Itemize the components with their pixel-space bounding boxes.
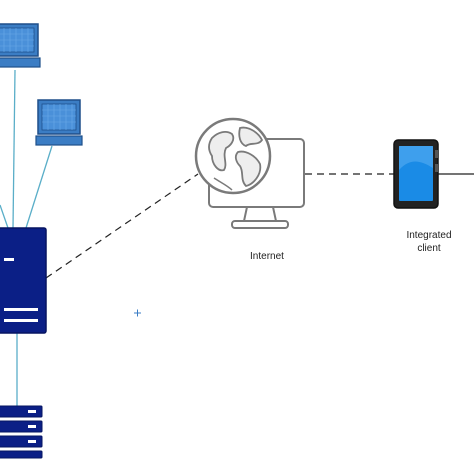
lan-links bbox=[0, 69, 53, 406]
desktop-computer-icon bbox=[35, 99, 83, 146]
desktop-computer-icon bbox=[0, 23, 41, 68]
rack-storage-icon bbox=[0, 405, 43, 459]
wan-links bbox=[45, 173, 474, 279]
link-mid-workstation-server bbox=[25, 145, 53, 229]
client-label-line1: Integrated bbox=[406, 230, 452, 241]
link-top-workstation-server bbox=[12, 69, 16, 229]
server-tower-icon bbox=[0, 227, 47, 334]
dashed-link-server-internet bbox=[45, 173, 199, 279]
smartphone-icon bbox=[393, 139, 439, 209]
plus-marker-icon bbox=[134, 309, 141, 317]
internet-label: Internet bbox=[250, 251, 284, 262]
client-label-line2: client bbox=[417, 243, 441, 254]
globe-monitor-icon bbox=[194, 117, 305, 229]
client-label: Integrated client bbox=[396, 229, 462, 255]
link-left-edge-server bbox=[0, 204, 9, 229]
